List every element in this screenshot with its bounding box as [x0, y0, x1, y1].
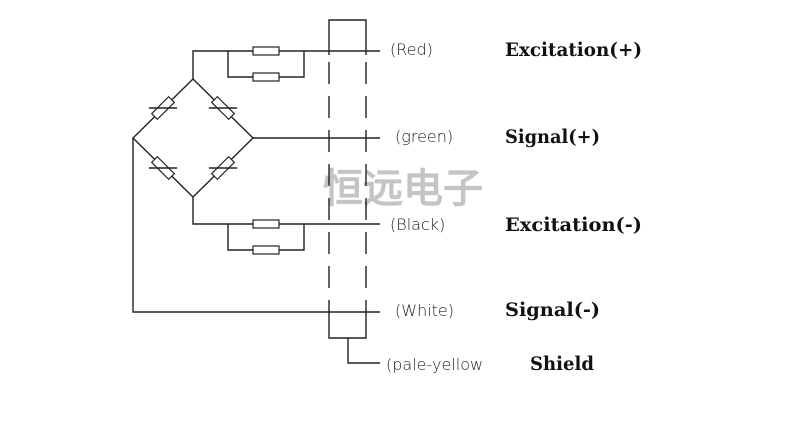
function-excitation-plus: Excitation(+) [505, 39, 642, 61]
strain-gauge [148, 155, 178, 181]
watermark: 恒远电子 [323, 165, 483, 212]
strain-gauge [208, 95, 238, 121]
compensation-resistor [252, 46, 280, 56]
wire-labels: (Red) (green) (Black) (White) (pale-yell… [386, 39, 642, 375]
wire-color-white: (White) [395, 301, 454, 320]
compensation-resistor [252, 72, 280, 82]
wire-color-green: (green) [395, 127, 453, 146]
wire-color-red: (Red) [390, 40, 433, 59]
function-signal-plus: Signal(+) [505, 126, 600, 148]
function-signal-minus: Signal(-) [505, 299, 600, 321]
function-excitation-minus: Excitation(-) [505, 214, 642, 236]
cable-shield [328, 19, 380, 364]
compensation-resistor [252, 219, 280, 229]
function-shield: Shield [530, 353, 594, 375]
wire-color-pale-yellow: (pale-yellow [386, 355, 483, 374]
strain-gauge [148, 95, 178, 121]
bridge-circuit [132, 46, 380, 313]
compensation-resistor [252, 245, 280, 255]
wire-color-black: (Black) [390, 215, 445, 234]
strain-gauge [208, 155, 238, 181]
